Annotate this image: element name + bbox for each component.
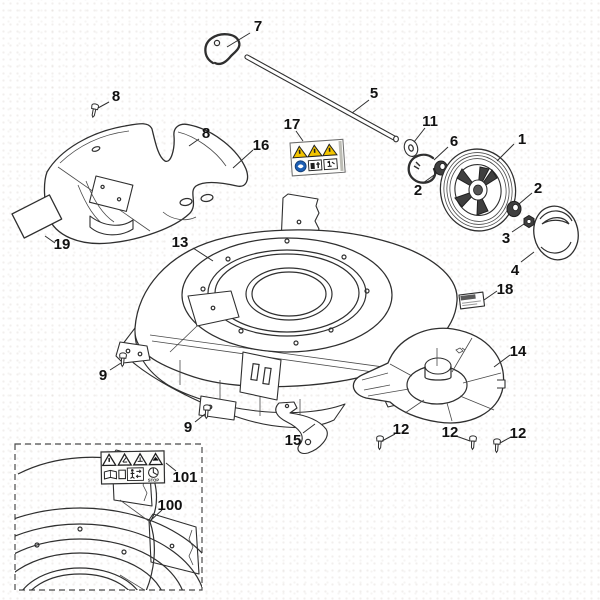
callout-6[interactable]: 6	[450, 133, 458, 150]
panel-icon	[118, 469, 126, 480]
keep-bystanders-away-icon	[307, 159, 323, 172]
part-11-washer[interactable]	[402, 138, 420, 158]
callout-numbers: 7 5 8 8 16 17 19 11 6 2 1 2 3 4 13 18 14…	[54, 18, 543, 514]
part-1-wheel[interactable]	[435, 144, 522, 237]
warning-triangle-icon	[132, 452, 148, 466]
warning-triangle-icon	[292, 145, 308, 159]
cover-hub	[424, 357, 452, 381]
callout-4[interactable]: 4	[511, 262, 520, 279]
read-manual-blue-circle-icon	[294, 160, 307, 173]
callout-9[interactable]: 9	[184, 419, 192, 436]
part-12-screw[interactable]	[375, 435, 385, 451]
part-18-sticker[interactable]	[458, 291, 486, 310]
callout-2[interactable]: 2	[534, 180, 542, 197]
part-15-curved-bracket[interactable]	[275, 401, 328, 454]
callout-100[interactable]: 100	[157, 497, 182, 514]
callout-13[interactable]: 13	[172, 234, 189, 251]
part-7-retaining-clip[interactable]	[204, 33, 241, 66]
warning-triangle-icon	[101, 453, 117, 467]
blade-hazard-icon	[323, 158, 338, 171]
stop-dial-icon: STOP	[148, 467, 160, 483]
part-5-rod[interactable]	[244, 54, 399, 143]
part-12-screw[interactable]	[492, 438, 502, 454]
part-14-volute-cover[interactable]	[352, 327, 506, 424]
part-2-bushing[interactable]	[506, 200, 522, 218]
part-17-safety-decal[interactable]	[289, 138, 346, 177]
callout-11[interactable]: 11	[422, 113, 438, 130]
callout-19[interactable]: 19	[54, 236, 71, 253]
callout-15[interactable]: 15	[285, 432, 302, 449]
part-6-spring-clip[interactable]	[407, 153, 437, 184]
inset-variant-box	[14, 443, 203, 591]
callout-14[interactable]: 14	[510, 343, 527, 360]
callout-2[interactable]: 2	[414, 182, 422, 199]
part-8-screw[interactable]	[89, 102, 100, 119]
warning-triangle-icon	[307, 144, 323, 158]
person-blade-distance-icon	[126, 467, 144, 481]
callout-17[interactable]: 17	[284, 116, 301, 133]
callout-8[interactable]: 8	[202, 125, 210, 142]
callout-16[interactable]: 16	[253, 137, 270, 154]
warning-triangle-icon	[322, 143, 338, 157]
part-4-hub-cap[interactable]	[529, 202, 583, 264]
stop-text: STOP	[148, 477, 160, 482]
part-16-housing-cover[interactable]	[43, 123, 249, 245]
callout-101[interactable]: 101	[172, 469, 197, 486]
part-19-sticker[interactable]	[11, 194, 63, 239]
part-12-screw[interactable]	[468, 435, 478, 451]
callout-5[interactable]: 5	[370, 85, 378, 102]
callout-3[interactable]: 3	[502, 230, 510, 247]
callout-18[interactable]: 18	[497, 281, 514, 298]
part-3-nut[interactable]	[523, 214, 535, 229]
warning-triangle-icon	[117, 452, 133, 466]
callout-12[interactable]: 12	[510, 425, 527, 442]
open-book-icon	[103, 469, 117, 480]
part-101-safety-decal[interactable]: STOP	[100, 450, 166, 485]
callout-9[interactable]: 9	[99, 367, 107, 384]
callout-12[interactable]: 12	[393, 421, 410, 438]
warning-triangle-icon	[148, 452, 164, 466]
leader-lines	[44, 32, 535, 522]
callout-12[interactable]: 12	[442, 424, 459, 441]
callout-1[interactable]: 1	[518, 131, 526, 148]
callout-7[interactable]: 7	[254, 18, 262, 35]
callout-8[interactable]: 8	[112, 88, 120, 105]
